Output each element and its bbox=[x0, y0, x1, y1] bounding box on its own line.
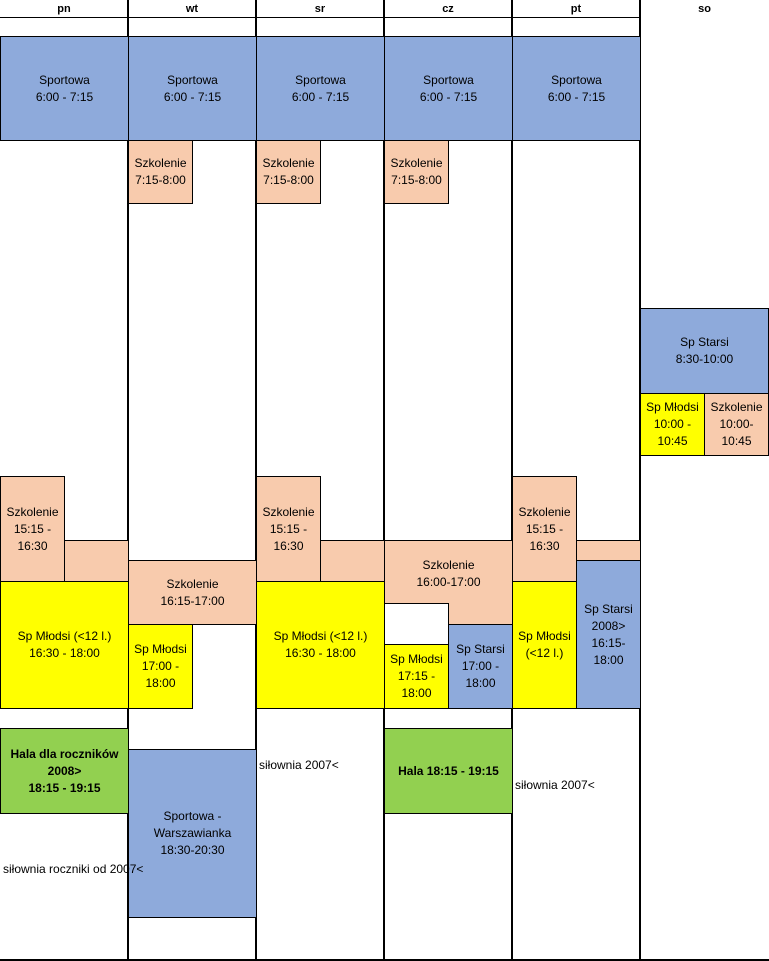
block-label: Sp Starsi 2008> 16:15- 18:00 bbox=[584, 601, 633, 667]
block-label: Szkolenie 7:15-8:00 bbox=[134, 156, 187, 187]
block-label: Hala 18:15 - 19:15 bbox=[398, 763, 499, 778]
block-sp-mlodsi-sr[interactable]: Sp Młodsi (<12 l.) 16:30 - 18:00 bbox=[256, 581, 385, 709]
header-divider bbox=[0, 17, 640, 18]
block-label: Sp Młodsi 17:15 - 18:00 bbox=[390, 652, 443, 700]
block-label: Szkolenie 15:15 - 16:30 bbox=[262, 505, 315, 553]
block-szkolenie-wt-am[interactable]: Szkolenie 7:15-8:00 bbox=[128, 140, 193, 204]
block-sp-mlodsi-pn[interactable]: Sp Młodsi (<12 l.) 16:30 - 18:00 bbox=[0, 581, 129, 709]
block-szkolenie-sr-am[interactable]: Szkolenie 7:15-8:00 bbox=[256, 140, 321, 204]
day-header-pn: pn bbox=[57, 3, 71, 15]
block-szkolenie-sr-pm[interactable]: Szkolenie 15:15 - 16:30 bbox=[256, 476, 321, 582]
empty-cell bbox=[384, 603, 449, 645]
day-header-cz: cz bbox=[442, 3, 454, 15]
block-label: Szkolenie 7:15-8:00 bbox=[390, 156, 443, 187]
block-sportowa-sr[interactable]: Sportowa 6:00 - 7:15 bbox=[256, 36, 385, 141]
block-sp-mlodsi-cz[interactable]: Sp Młodsi 17:15 - 18:00 bbox=[384, 644, 449, 709]
day-header-pt: pt bbox=[570, 3, 582, 15]
block-label: Szkolenie 10:00- 10:45 bbox=[710, 400, 763, 448]
block-szkolenie-pn-pm[interactable]: Szkolenie 15:15 - 16:30 bbox=[0, 476, 65, 582]
block-hala-cz[interactable]: Hala 18:15 - 19:15 bbox=[384, 728, 513, 814]
block-sp-mlodsi-wt[interactable]: Sp Młodsi 17:00 - 18:00 bbox=[128, 624, 193, 709]
block-label: Sportowa 6:00 - 7:15 bbox=[547, 72, 606, 104]
block-szkolenie-pt-pm[interactable]: Szkolenie 15:15 - 16:30 bbox=[512, 476, 577, 582]
column-divider bbox=[127, 0, 129, 961]
column-divider bbox=[383, 0, 385, 961]
block-label: Hala dla roczników 2008> 18:15 - 19:15 bbox=[10, 746, 119, 795]
block-label: Sp Młodsi 17:00 - 18:00 bbox=[134, 642, 187, 690]
block-sportowa-wt[interactable]: Sportowa 6:00 - 7:15 bbox=[128, 36, 257, 141]
block-label: Sp Młodsi (<12 l.) bbox=[518, 629, 571, 660]
block-label: Sp Młodsi 10:00 - 10:45 bbox=[646, 400, 699, 448]
block-label: Sportowa 6:00 - 7:15 bbox=[291, 72, 350, 104]
block-label: Szkolenie 7:15-8:00 bbox=[262, 156, 315, 187]
day-header-wt: wt bbox=[185, 3, 199, 15]
block-label: Sportowa 6:00 - 7:15 bbox=[419, 72, 478, 104]
block-label: Sp Młodsi (<12 l.) 16:30 - 18:00 bbox=[273, 629, 368, 660]
block-sp-mlodsi-pt[interactable]: Sp Młodsi (<12 l.) bbox=[512, 581, 577, 709]
block-label: Sportowa 6:00 - 7:15 bbox=[35, 72, 94, 104]
block-hala-pn[interactable]: Hala dla roczników 2008> 18:15 - 19:15 bbox=[0, 728, 129, 814]
block-szkolenie-cz-am[interactable]: Szkolenie 7:15-8:00 bbox=[384, 140, 449, 204]
block-label: Szkolenie 16:15-17:00 bbox=[160, 576, 225, 608]
block-sportowa-pt[interactable]: Sportowa 6:00 - 7:15 bbox=[512, 36, 641, 141]
block-sp-mlodsi-so[interactable]: Sp Młodsi 10:00 - 10:45 bbox=[640, 393, 705, 456]
silownia-label-pn: siłownia roczniki od 2007< bbox=[3, 862, 144, 876]
block-warszawianka-wt[interactable]: Sportowa - Warszawianka 18:30-20:30 bbox=[128, 749, 257, 918]
block-label: Szkolenie 15:15 - 16:30 bbox=[518, 505, 571, 553]
silownia-label-sr: siłownia 2007< bbox=[259, 758, 339, 772]
day-header-so: so bbox=[698, 3, 711, 15]
block-label: Szkolenie 15:15 - 16:30 bbox=[6, 505, 59, 553]
block-szkolenie-so[interactable]: Szkolenie 10:00- 10:45 bbox=[704, 393, 769, 456]
block-sp-starsi-cz[interactable]: Sp Starsi 17:00 - 18:00 bbox=[448, 624, 513, 709]
silownia-label-pt: siłownia 2007< bbox=[515, 778, 595, 792]
block-sportowa-cz[interactable]: Sportowa 6:00 - 7:15 bbox=[384, 36, 513, 141]
block-sp-starsi-pt[interactable]: Sp Starsi 2008> 16:15- 18:00 bbox=[576, 560, 641, 709]
block-label: Szkolenie 16:00-17:00 bbox=[416, 558, 481, 589]
block-sportowa-pn[interactable]: Sportowa 6:00 - 7:15 bbox=[0, 36, 129, 141]
block-label: Sp Starsi 17:00 - 18:00 bbox=[456, 642, 505, 690]
block-label: Sp Starsi 8:30-10:00 bbox=[675, 335, 734, 366]
column-divider bbox=[639, 0, 641, 961]
block-label: Sportowa 6:00 - 7:15 bbox=[163, 72, 222, 104]
block-label: Sp Młodsi (<12 l.) 16:30 - 18:00 bbox=[17, 629, 112, 660]
block-sp-starsi-so[interactable]: Sp Starsi 8:30-10:00 bbox=[640, 308, 769, 394]
block-label: Sportowa - Warszawianka 18:30-20:30 bbox=[153, 809, 232, 857]
block-szkolenie-wt-pm[interactable]: Szkolenie 16:15-17:00 bbox=[128, 560, 257, 625]
day-header-sr: sr bbox=[314, 3, 326, 15]
